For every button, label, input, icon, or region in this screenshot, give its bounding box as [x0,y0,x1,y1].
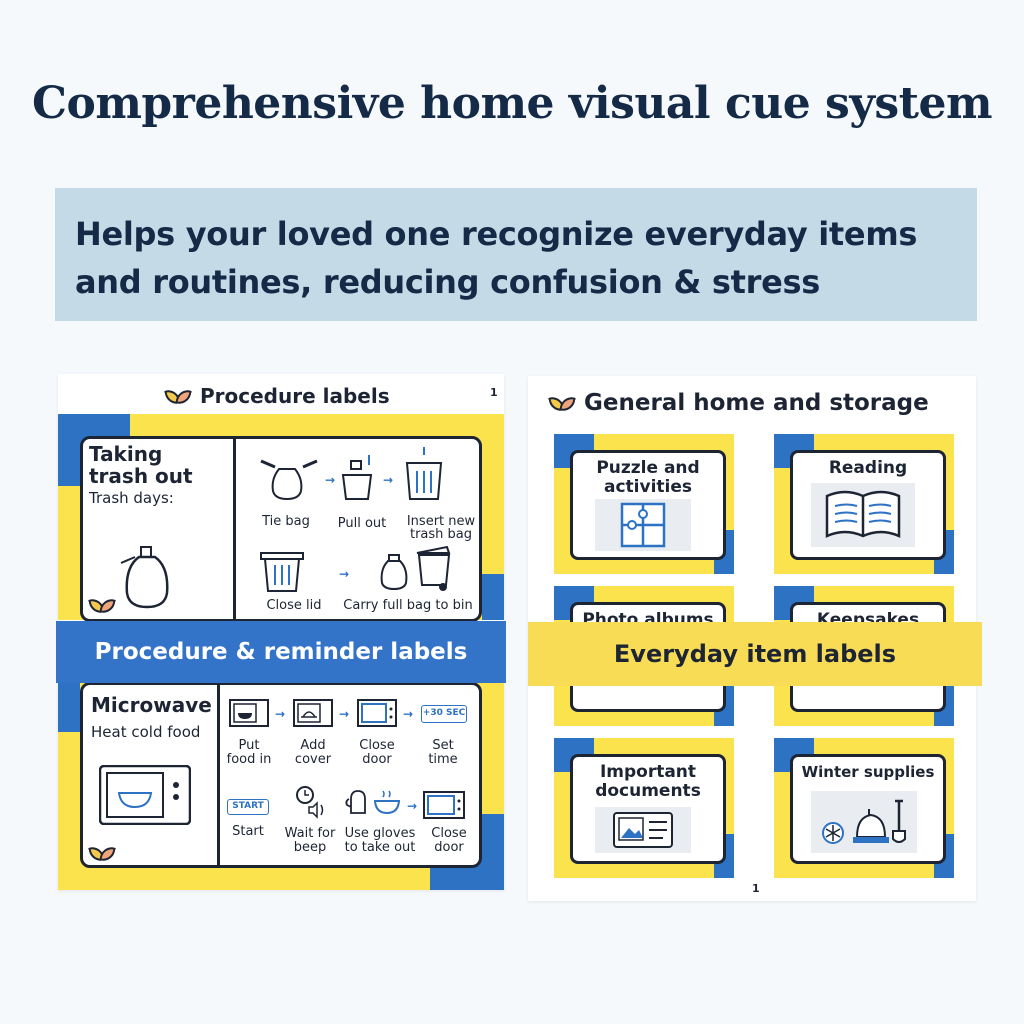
step-carry-bag: Carry full bag to bin [343,598,473,613]
timer-label: +30 SEC [421,705,467,723]
label-card-winter-supplies: Winter supplies [790,754,946,864]
trash-procedure-card: Taking trash out Trash days: → → Tie bag… [80,436,482,622]
arrow-icon: → [403,707,414,721]
arrow-icon: → [407,799,418,813]
blue-corner-block [58,680,80,732]
step-trash-bag: trash bag [409,527,473,542]
leaf-logo-icon [164,385,192,407]
trash-card-subtitle: Trash days: [89,489,174,507]
sheet-heading-text: General home and storage [584,390,929,416]
beep-timer-icon [295,785,327,819]
label-card-reading: Reading [790,450,946,560]
trash-bag-icon [117,541,177,611]
microwave-card-subtitle: Heat cold food [91,723,201,741]
page-number: 1 [752,882,760,895]
sheet-heading: Procedure labels [164,384,390,408]
step-pull-out: Pull out [337,516,387,531]
microwave-card-title: Microwave [91,693,212,717]
leaf-logo-icon [88,594,116,616]
page-title: Comprehensive home visual cue system [31,78,993,129]
microwave-procedure-card: Microwave Heat cold food → → → +30 SEC P… [80,682,482,868]
microwave-closed-icon [357,699,397,727]
documents-icon [595,807,691,853]
start-label: START [227,799,269,815]
step-start: Start [232,824,264,839]
arrow-icon: → [325,473,336,487]
leaf-logo-icon [88,842,116,864]
winter-supplies-icon [811,791,917,853]
step-close-lid: Close lid [266,598,322,613]
pull-out-icon [337,453,377,501]
tie-bag-icon [259,455,319,501]
leaf-logo-icon [548,392,576,414]
arrow-icon: → [275,707,286,721]
arrow-icon: → [339,567,350,581]
blue-corner-block [482,574,504,620]
arrow-icon: → [383,473,394,487]
subtitle-line-1: Helps your loved one recognize everyday … [75,215,918,253]
step-insert-new: Insert new [406,514,476,529]
oven-glove-icon [345,789,369,815]
microwave-cover-icon [293,699,333,727]
page-number: 1 [490,386,498,399]
bin-new-bag-icon [401,447,447,501]
step-tie-bag: Tie bag [262,514,310,529]
card-divider [217,685,220,865]
wheelie-bin-icon [413,543,453,593]
microwave-food-icon [229,699,269,727]
trash-card-title: Taking trash out [89,442,193,488]
bowl-icon [373,789,401,815]
sheet-heading-text: Procedure labels [200,384,390,408]
full-bag-icon [379,551,409,591]
subtitle-box: Helps your loved one recognize everyday … [55,188,977,321]
procedure-labels-banner: Procedure & reminder labels [56,621,506,683]
everyday-items-banner: Everyday item labels [528,622,982,686]
microwave-icon [99,765,191,825]
card-divider [233,439,236,619]
open-book-icon [811,483,915,547]
sheet-heading: General home and storage [548,390,929,416]
bin-closed-icon [259,545,305,593]
puzzle-icon [595,499,691,551]
procedure-labels-sheet: Procedure labels 1 Taking trash out Tras… [58,374,504,890]
microwave-closed-icon [423,791,465,819]
subtitle-line-2: and routines, reducing confusion & stres… [75,263,821,301]
arrow-icon: → [339,707,350,721]
